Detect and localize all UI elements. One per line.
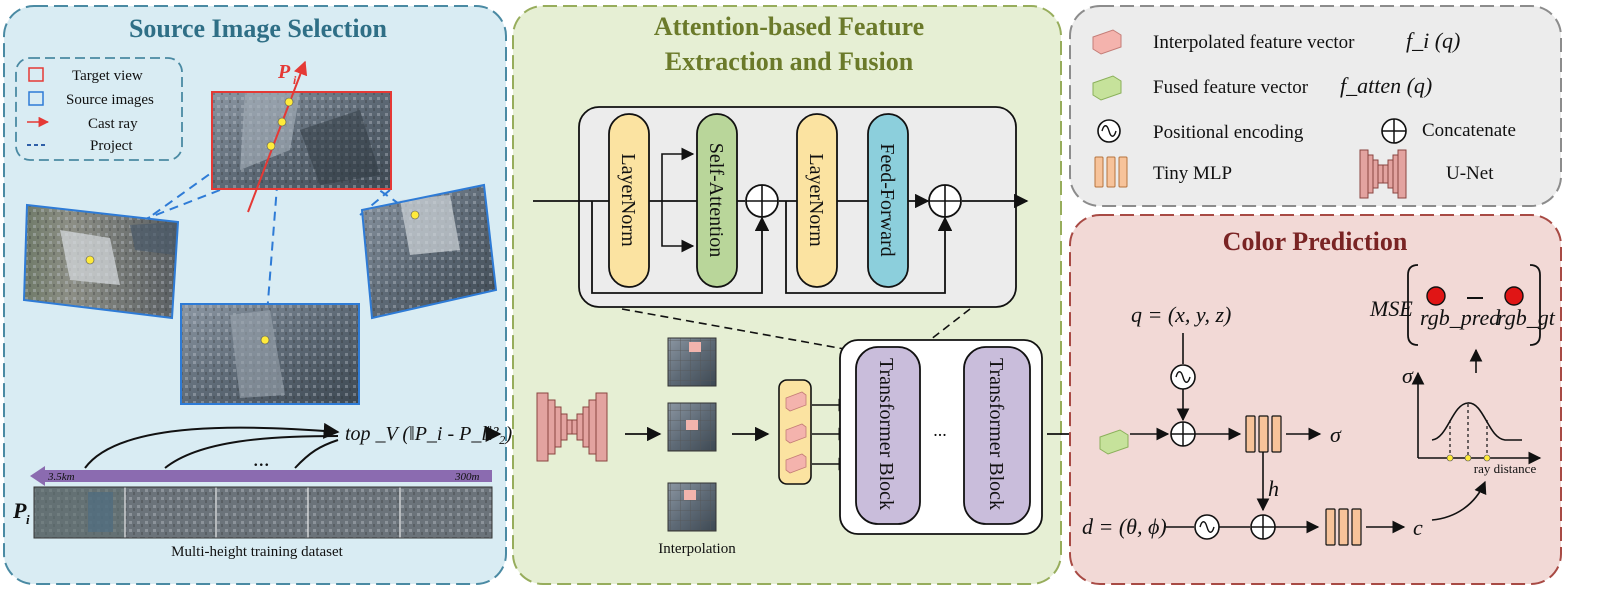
unet-legend-icon <box>1359 149 1407 199</box>
target-view-icon <box>28 67 44 82</box>
legend-interp: Interpolated feature vector <box>1153 32 1355 53</box>
feature-grid-3 <box>667 482 717 532</box>
transformer-block-2 <box>963 346 1031 525</box>
layernorm-block-2 <box>796 113 838 288</box>
legend-concat: Concatenate <box>1422 120 1516 141</box>
mlp-sigma <box>1245 415 1282 453</box>
ray-point <box>277 117 287 127</box>
dataset-caption: Multi-height training dataset <box>171 544 343 560</box>
rgb-pred-label: rgb_pred <box>1420 305 1501 330</box>
ray-distance-label: ray distance <box>1474 461 1537 476</box>
legend-project: Project <box>90 138 133 154</box>
layernorm-label-1: LayerNorm <box>617 153 639 247</box>
distance-bar <box>30 466 492 486</box>
sigma-output: σ <box>1330 422 1342 447</box>
residual-2 <box>785 201 953 294</box>
mse-paren-right <box>1529 264 1541 346</box>
legend-fused-math: f_atten (q) <box>1340 73 1432 98</box>
legend-interp-math: f_i (q) <box>1406 28 1460 53</box>
pi-ray-sub: i <box>293 73 297 87</box>
target-view-image <box>211 91 392 190</box>
attn-input-top <box>661 147 695 201</box>
rgb-gt-dot <box>1504 286 1524 306</box>
dataset-dots: ... <box>253 446 270 471</box>
self-attention-label: Self-Attention <box>705 143 727 257</box>
sample-point <box>1464 454 1472 462</box>
cast-ray <box>247 60 308 213</box>
self-attention-block <box>696 113 738 288</box>
ray-point <box>284 97 294 107</box>
fused-vector-icon <box>1092 75 1122 101</box>
pi-dataset-label: P <box>12 498 27 523</box>
topv-formula: top _V (‖P_i - P_l‖²₂) <box>345 423 512 445</box>
ray-point <box>266 141 276 151</box>
residual-1 <box>591 201 770 294</box>
attn-input-bottom <box>661 201 695 253</box>
transformer-ellipsis: ... <box>933 420 947 440</box>
legend-posenc: Positional encoding <box>1153 122 1304 143</box>
interpolation-label: Interpolation <box>658 541 736 557</box>
density-curve <box>1431 402 1522 441</box>
source-legend-box <box>15 57 183 161</box>
sample-point <box>1483 454 1491 462</box>
layernorm-block-1 <box>608 113 650 288</box>
feed-forward-label: Feed-Forward <box>876 143 898 256</box>
feed-forward-block <box>867 113 909 288</box>
fused-vector-input <box>1099 429 1129 455</box>
color-panel <box>1069 214 1562 585</box>
unet-icon <box>536 392 608 462</box>
legend-unet: U-Net <box>1446 163 1494 184</box>
transformer-label-2: Transformer Block <box>985 358 1007 510</box>
attention-title-line1: Attention-based Feature <box>654 12 924 41</box>
mse-label: MSE <box>1369 296 1413 321</box>
tiny-mlp-icon <box>1094 156 1128 188</box>
source-title: Source Image Selection <box>129 14 388 43</box>
source-image-middle <box>180 303 360 405</box>
dist-left-label: 3.5km <box>47 471 75 483</box>
layernorm-label-2: LayerNorm <box>805 153 827 247</box>
transformer-label-1: Transformer Block <box>875 358 897 510</box>
interp-vector-icon <box>1092 29 1122 55</box>
legend-source-images: Source images <box>66 92 154 108</box>
density-sigma-label: σ <box>1402 363 1414 388</box>
feature-grid-1 <box>667 337 717 387</box>
source-image-right <box>360 183 498 320</box>
d-equation: d = (θ, ϕ) <box>1082 514 1167 539</box>
color-title: Color Prediction <box>1223 227 1408 256</box>
legend-fused: Fused feature vector <box>1153 77 1309 98</box>
legend-cast-ray: Cast ray <box>88 116 138 132</box>
c-to-render-arrow <box>1431 480 1487 521</box>
pi-ray-label: P <box>277 61 291 83</box>
pi-dataset-sub: i <box>26 512 30 527</box>
dataset-strip <box>33 486 493 539</box>
source-image-left <box>22 203 180 320</box>
rgb-gt-label: rgb_gt <box>1497 305 1556 330</box>
c-output: c <box>1413 515 1423 540</box>
h-label: h <box>1268 476 1279 501</box>
zoom-line-right <box>929 308 971 341</box>
legend-mlp: Tiny MLP <box>1153 163 1232 184</box>
sample-point <box>1446 454 1454 462</box>
selection-arcs <box>84 422 340 469</box>
interp-vector-icons <box>785 391 807 474</box>
legend-target-view: Target view <box>72 68 143 84</box>
mse-paren-left <box>1407 264 1419 346</box>
attention-title-line2: Extraction and Fusion <box>665 47 914 76</box>
transformer-block-1 <box>855 346 921 525</box>
rgb-pred-dot <box>1426 286 1446 306</box>
mlp-color <box>1325 508 1362 546</box>
source-images-icon <box>28 91 44 106</box>
q-equation: q = (x, y, z) <box>1131 302 1231 327</box>
dist-right-label: 300m <box>454 471 480 483</box>
feature-grid-2 <box>667 402 717 452</box>
legend-panel <box>1069 5 1562 207</box>
